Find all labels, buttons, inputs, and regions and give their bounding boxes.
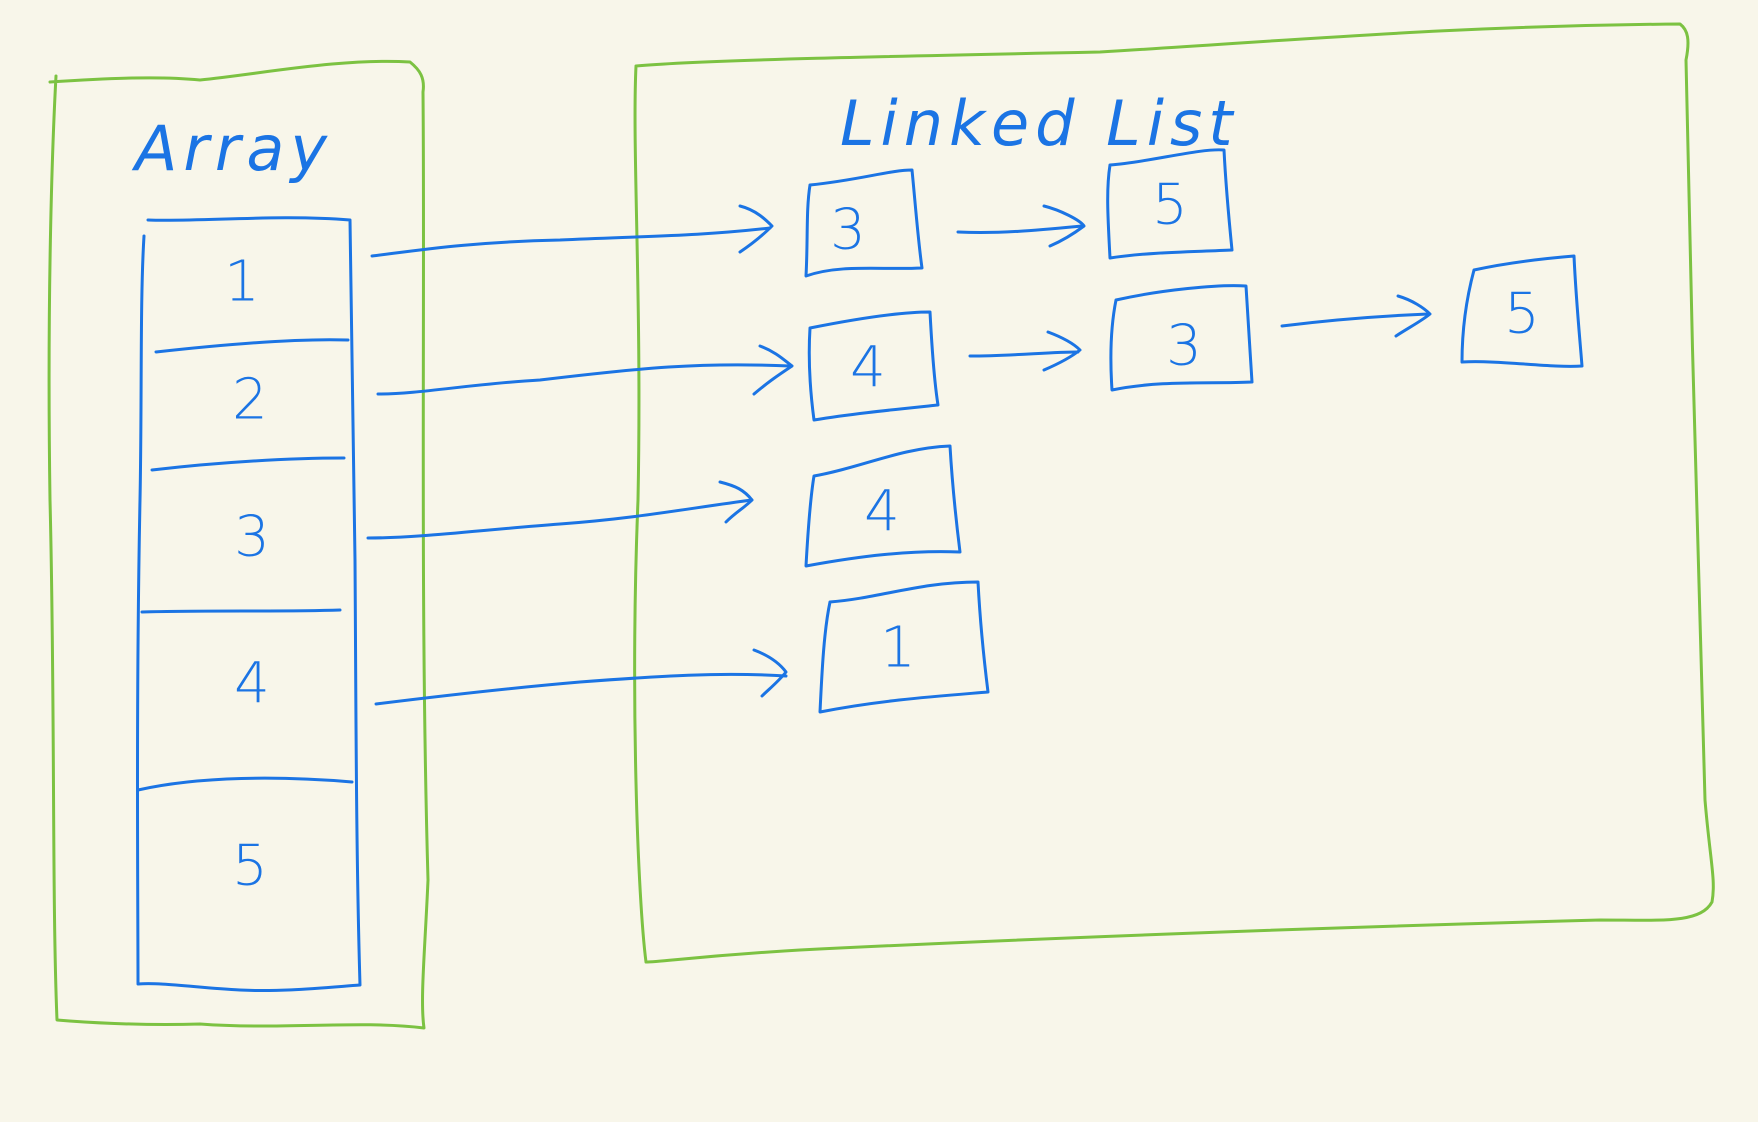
list-node-r2-n1-value: 4 [850,336,886,401]
list-node-r1-n2-value: 5 [1152,173,1188,238]
list-arrow-r1-1-2 [956,204,1086,248]
pointer-arrow-1 [370,204,774,258]
array-divider-3 [140,608,342,614]
array-divider-4 [136,776,354,792]
list-node-r2-n2-value: 3 [1166,314,1202,379]
array-cell-2: 2 [232,368,268,433]
list-node-r1-n1-value: 3 [830,198,866,263]
list-node-r2-n3-value: 5 [1504,282,1540,347]
pointer-arrow-2 [376,344,794,396]
array-panel: Array 1 2 3 4 5 [47,59,430,1030]
linked-list-panel: Linked List 3 5 4 3 5 4 1 [633,22,1715,964]
linked-list-panel-frame [633,22,1715,964]
list-arrow-r2-2-3 [1280,294,1432,338]
list-node-r4-n1 [818,580,990,714]
array-cell-4: 4 [234,652,270,717]
array-cell-5: 5 [232,834,268,899]
list-node-r2-n2 [1109,284,1254,392]
array-cell-1: 1 [224,250,260,315]
list-node-r3-n3 [1460,254,1584,368]
list-node-r1-n2 [1106,148,1234,260]
linked-list-title: Linked List [840,87,1239,160]
array-box-outline [136,216,362,993]
list-node-r3-n1 [804,444,962,568]
list-node-r2-n1 [807,310,940,422]
list-node-r4-n1-value: 1 [880,616,916,681]
pointer-arrow-3 [366,480,754,540]
array-divider-1 [154,338,350,354]
array-cell-3: 3 [234,505,270,570]
array-panel-frame [47,59,430,1030]
array-title: Array [131,112,333,185]
pointer-arrow-4 [374,648,788,706]
list-node-r1-n1 [804,168,924,278]
list-node-r3-n1-value: 4 [864,480,900,545]
array-divider-2 [150,456,346,472]
list-arrow-r2-1-2 [968,330,1082,372]
